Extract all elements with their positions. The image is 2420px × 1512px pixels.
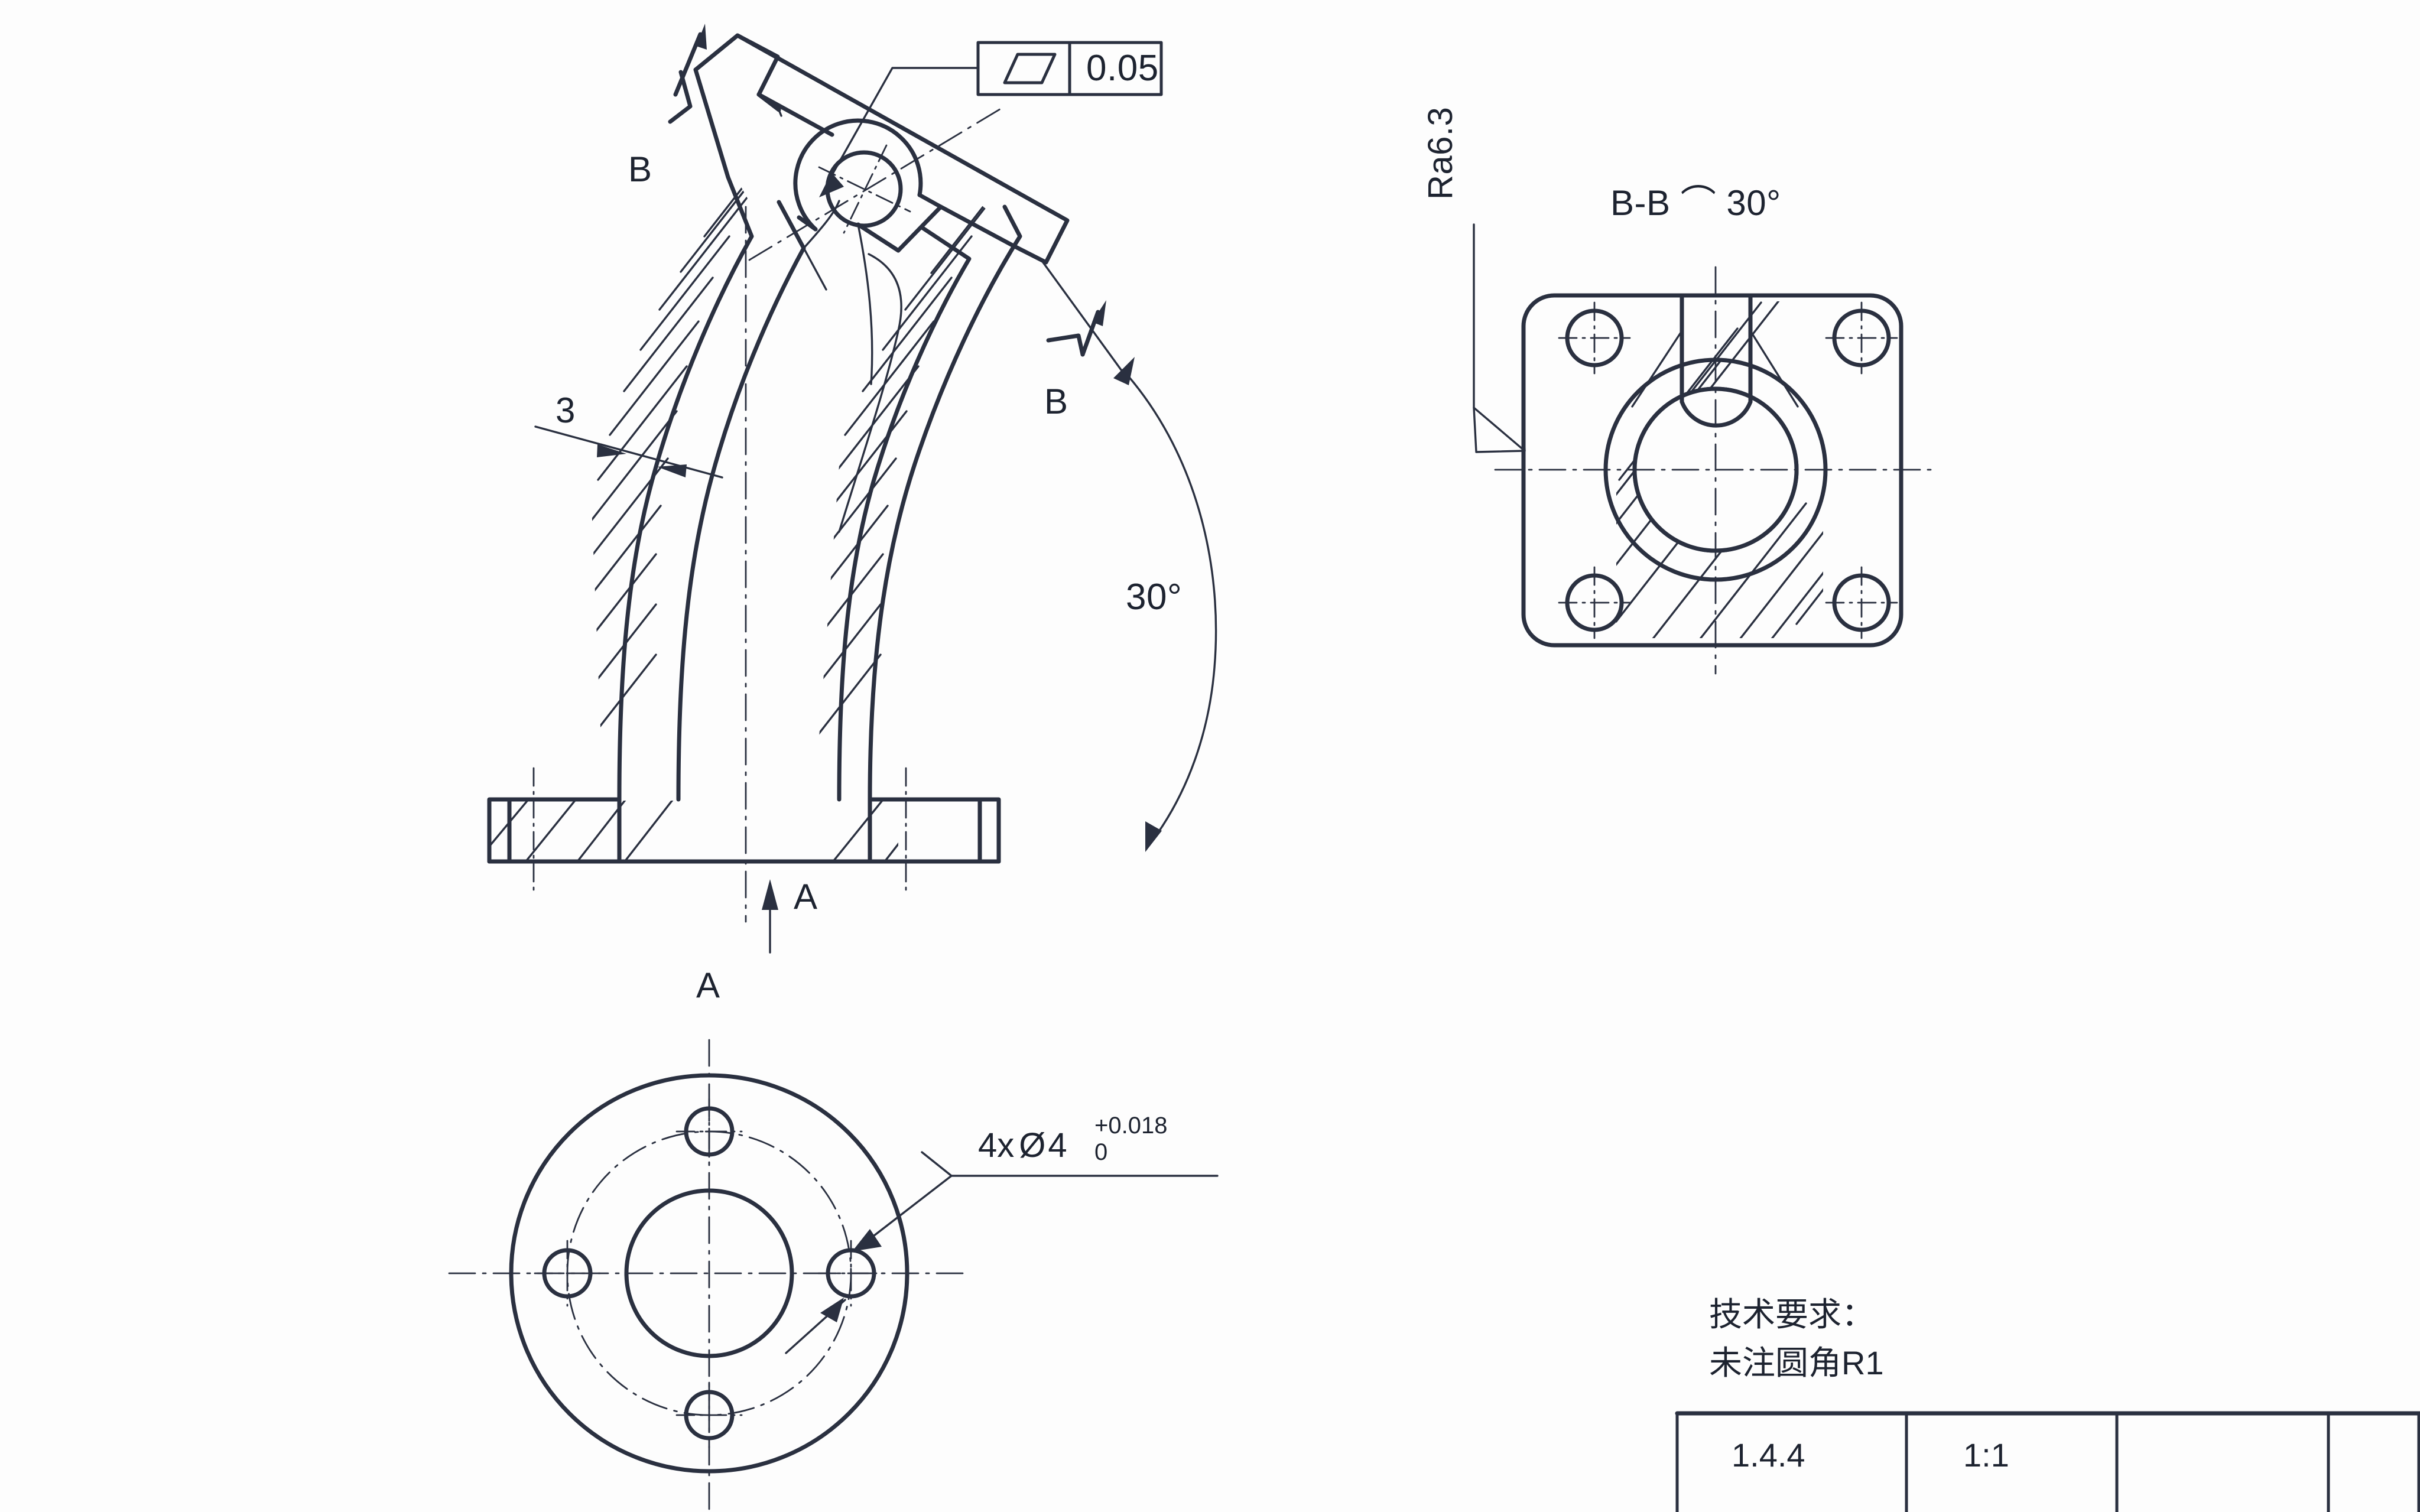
surface-finish-label: Ra6.3 <box>1421 106 1460 200</box>
title-block <box>1675 1411 2420 1512</box>
gdt-tolerance-value: 0.05 <box>1086 48 1159 89</box>
view-a-round-flange <box>448 1039 1219 1512</box>
bend-angle-value: 30° <box>1126 577 1183 617</box>
branch-centerline <box>748 105 1006 261</box>
view-a-title: A <box>696 965 720 1005</box>
section-bb-view <box>1473 223 1935 675</box>
hole-upper-tolerance: +0.018 <box>1094 1113 1168 1139</box>
section-mark-b-right <box>1046 300 1106 357</box>
title-block-drawing-number: 1.4.4 <box>1732 1436 1805 1474</box>
section-label-b-left: B <box>628 149 652 189</box>
wall-thickness-value: 3 <box>556 391 576 430</box>
hole-tolerance-stack: +0.018 0 <box>1094 1114 1167 1165</box>
elbow-right-wall <box>816 195 1022 802</box>
gdt-leader <box>819 67 979 197</box>
hole-callout-leader <box>785 1151 1219 1354</box>
title-block-scale: 1:1 <box>1963 1436 2009 1474</box>
view-arrow-a <box>762 879 778 954</box>
section-bb-title: B-B ⌒ 30° <box>1610 183 1781 223</box>
section-label-b-right: B <box>1044 382 1068 421</box>
section-mark-b-left <box>668 24 707 124</box>
diameter-symbol: Ø <box>1019 1126 1046 1165</box>
main-sectional-view <box>487 24 1217 954</box>
hole-lower-tolerance: 0 <box>1094 1139 1108 1165</box>
angle-dimension-30 <box>1040 259 1217 852</box>
wall-thickness-dimension <box>534 425 723 479</box>
bottom-flange-section <box>487 767 1001 896</box>
notes-line-1: 未注圆角R1 <box>1709 1344 1884 1381</box>
hole-nominal: 4 <box>1048 1126 1067 1165</box>
elbow-left-wall <box>579 175 806 802</box>
surface-finish-symbol <box>1473 223 1526 453</box>
view-arrow-label-a: A <box>794 877 818 916</box>
feature-control-frame <box>976 41 1163 96</box>
hole-count: 4x <box>978 1126 1015 1165</box>
upper-flange-section <box>693 33 1070 385</box>
notes-heading: 技术要求： <box>1709 1296 1875 1333</box>
